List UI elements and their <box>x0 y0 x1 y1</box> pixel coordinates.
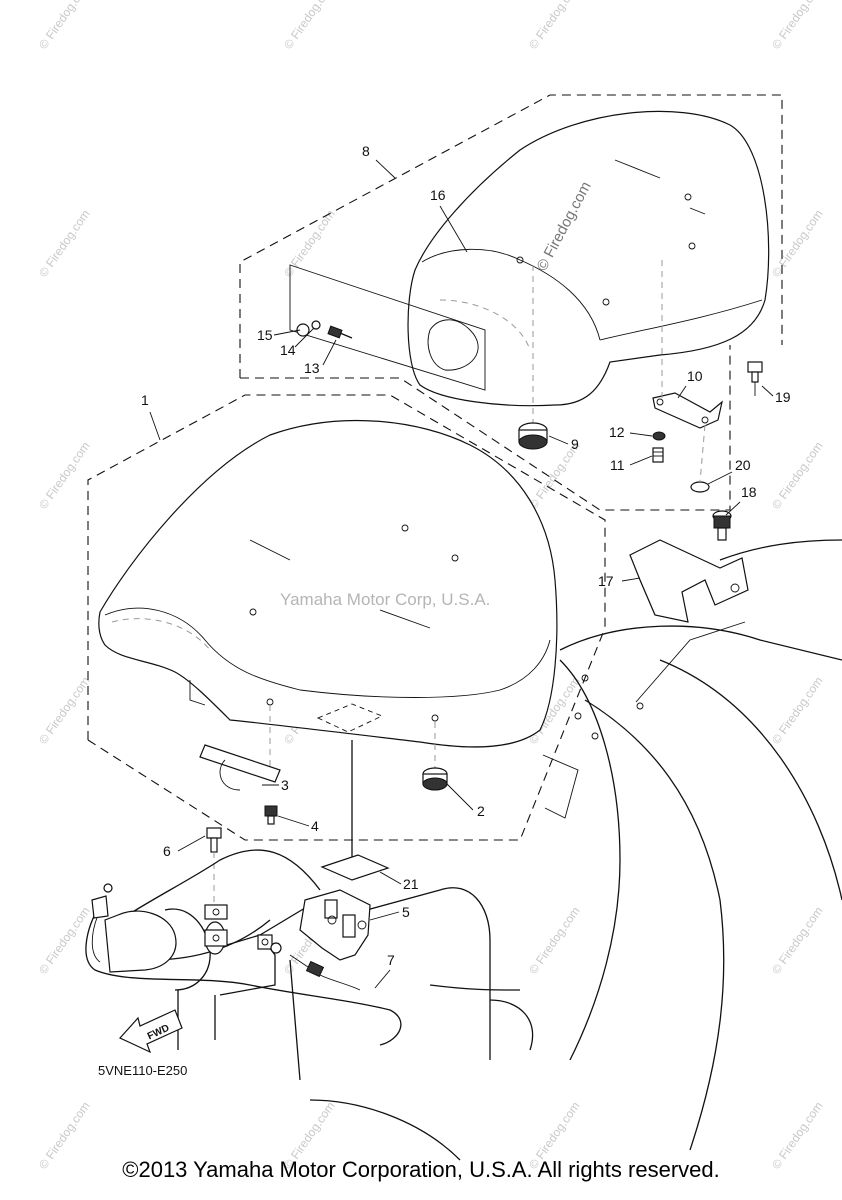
part-2-damper <box>422 722 448 791</box>
callout-3[interactable]: 3 <box>281 777 289 793</box>
watermark-text: © Firedog.com <box>36 207 93 280</box>
callout-leader-20 <box>707 471 733 485</box>
callout-leader-1 <box>149 411 161 441</box>
callout-17[interactable]: 17 <box>598 573 614 589</box>
callout-8[interactable]: 8 <box>362 143 370 159</box>
callout-leader-13 <box>322 339 337 366</box>
callout-leader-14 <box>294 327 315 348</box>
watermark-text: © Firedog.com <box>36 674 93 747</box>
watermark-text: © Firedog.com <box>769 674 826 747</box>
callout-leader-12 <box>629 432 653 437</box>
rear-seat-bracket <box>289 264 486 391</box>
watermark-text: © Firedog.com <box>769 904 826 977</box>
callout-10[interactable]: 10 <box>687 368 703 384</box>
part-10-bracket <box>652 260 723 429</box>
callout-leader-11 <box>629 455 653 466</box>
callout-19[interactable]: 19 <box>775 389 791 405</box>
watermark-text: © Firedog.com <box>526 0 583 52</box>
part-9-damper <box>518 265 548 450</box>
callout-2[interactable]: 2 <box>477 803 485 819</box>
callout-9[interactable]: 9 <box>571 436 579 452</box>
watermark-text: © Firedog.com <box>769 439 826 512</box>
callout-leader-10 <box>677 385 687 399</box>
front-seat <box>98 419 558 748</box>
part-17-bracket <box>629 539 749 623</box>
copyright-notice: ©2013 Yamaha Motor Corporation, U.S.A. A… <box>122 1157 720 1182</box>
callout-18[interactable]: 18 <box>741 484 757 500</box>
callout-1[interactable]: 1 <box>141 392 149 408</box>
rear-seat: © Firedog.com <box>407 110 770 407</box>
watermark-text: © Firedog.com <box>281 0 338 52</box>
callout-5[interactable]: 5 <box>402 904 410 920</box>
callout-leader-4 <box>277 815 310 827</box>
callout-16[interactable]: 16 <box>430 187 446 203</box>
group-box-1 <box>87 394 606 841</box>
callout-leader-5 <box>369 911 400 921</box>
watermark-text: © Firedog.com <box>526 904 583 977</box>
watermark-text: © Firedog.com <box>769 207 826 280</box>
callout-7[interactable]: 7 <box>387 952 395 968</box>
center-watermark: Yamaha Motor Corp, U.S.A. <box>280 590 490 609</box>
callout-11[interactable]: 11 <box>610 457 625 473</box>
callout-14[interactable]: 14 <box>280 342 296 358</box>
callout-21[interactable]: 21 <box>403 876 419 892</box>
frame-tube <box>104 904 273 973</box>
watermark-text: © Firedog.com <box>769 0 826 52</box>
watermark-text: © Firedog.com <box>281 207 338 280</box>
callout-leader-8 <box>375 159 396 179</box>
callout-leader-16 <box>439 205 468 253</box>
callout-20[interactable]: 20 <box>735 457 751 473</box>
part-11-12-fasteners <box>652 431 666 463</box>
callout-leader-15 <box>273 329 301 336</box>
fwd-arrow: FWD <box>119 1009 183 1054</box>
part-6-bolt <box>206 827 222 910</box>
callout-leader-9 <box>548 435 569 445</box>
part-7-cable <box>85 883 402 1046</box>
callout-4[interactable]: 4 <box>311 818 319 834</box>
part-3-bracket <box>199 705 281 791</box>
callout-leader-19 <box>761 385 774 397</box>
watermark-text: © Firedog.com <box>36 439 93 512</box>
callout-leader-7 <box>374 969 391 989</box>
callout-15[interactable]: 15 <box>257 327 273 343</box>
callout-13[interactable]: 13 <box>304 360 320 376</box>
callout-leader-21 <box>379 871 402 885</box>
callout-leader-18 <box>725 501 741 516</box>
part-5-lock <box>299 889 371 961</box>
part-19-20-fasteners <box>690 361 763 493</box>
watermark-text: © Firedog.com <box>36 904 93 977</box>
callout-leader-17 <box>621 577 641 582</box>
group-box-8 <box>239 94 783 511</box>
callout-leader-6 <box>177 835 206 852</box>
callout-12[interactable]: 12 <box>609 424 625 440</box>
diagram-code: 5VNE110-E250 <box>98 1063 187 1078</box>
callout-6[interactable]: 6 <box>163 843 171 859</box>
part-4-bolt <box>264 805 278 825</box>
callout-leader-2 <box>446 783 474 811</box>
watermark-text: © Firedog.com <box>36 0 93 52</box>
part-21-label <box>320 740 390 881</box>
part-18-bolt <box>712 510 732 541</box>
